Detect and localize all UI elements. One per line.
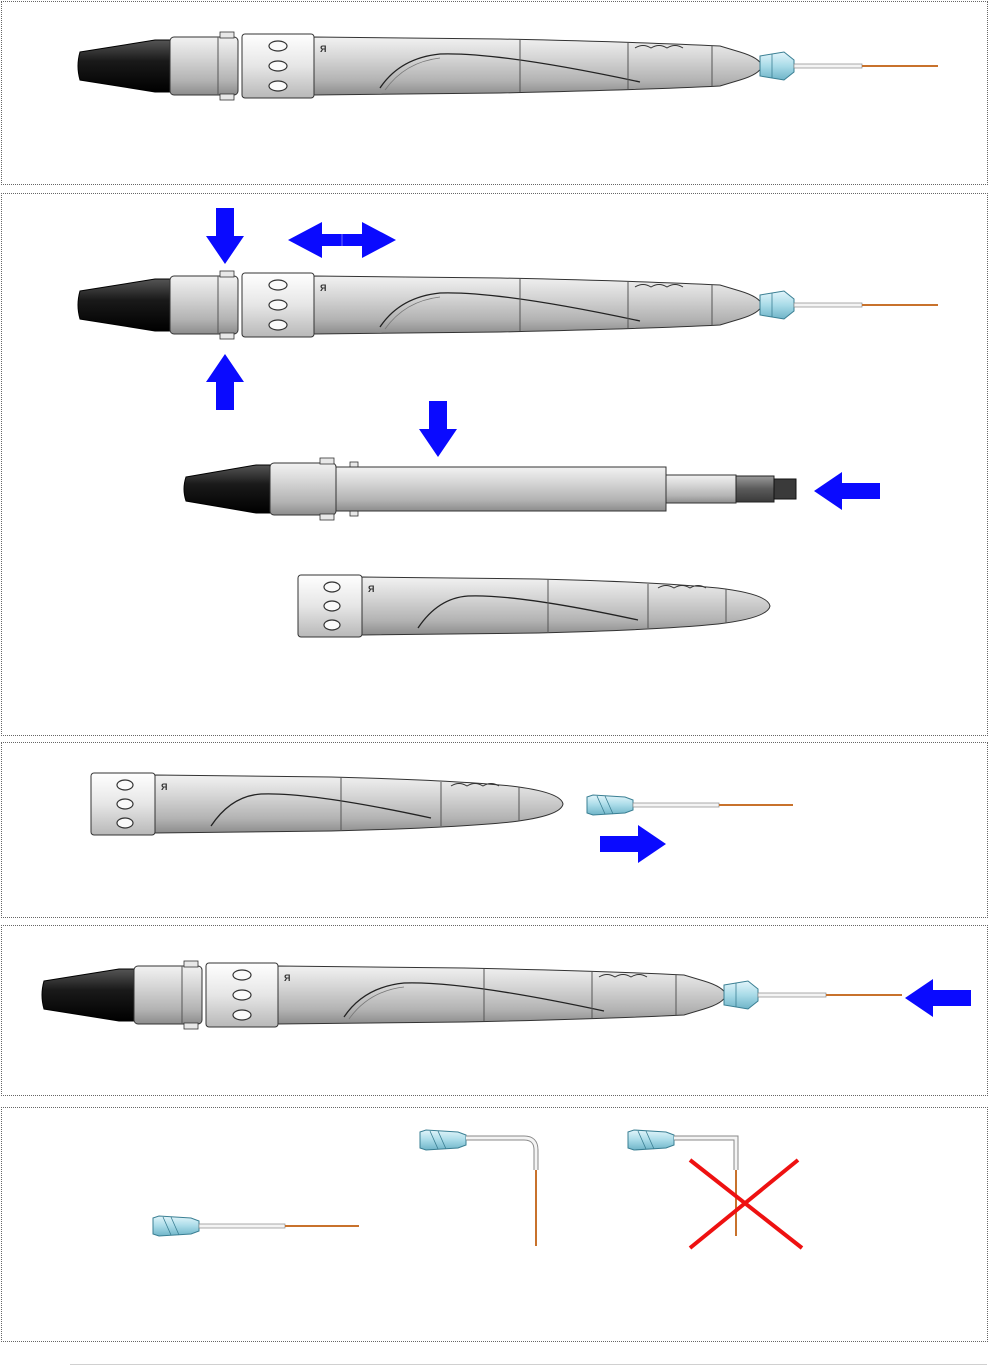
handpiece-before-disassembly xyxy=(78,271,938,339)
tip-straight xyxy=(587,795,793,815)
handpiece-sleeve xyxy=(91,773,563,835)
arrow-down-icon xyxy=(419,401,457,457)
cross-mark-icon xyxy=(690,1160,802,1248)
footer-rule xyxy=(70,1364,987,1365)
handpiece-reassembled xyxy=(42,961,902,1029)
tip-bent-correct xyxy=(420,1130,536,1246)
arrow-down-icon xyxy=(206,208,244,264)
arrow-up-icon xyxy=(206,354,244,410)
arrow-left-icon xyxy=(905,979,971,1017)
arrow-left-icon xyxy=(814,472,880,510)
double-arrow-icon xyxy=(288,222,396,258)
arrow-right-icon xyxy=(600,825,666,863)
handpiece-assembled xyxy=(78,32,938,100)
tip-straight xyxy=(153,1216,359,1236)
handpiece-sleeve xyxy=(298,575,770,637)
handpiece-inner-barrel xyxy=(184,458,796,520)
